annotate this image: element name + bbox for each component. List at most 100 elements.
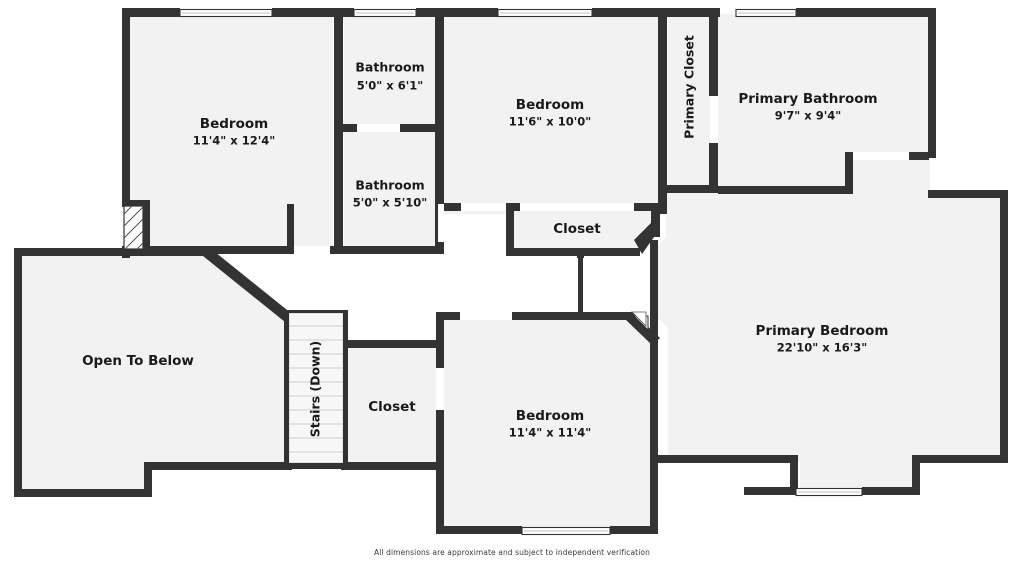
wall-exterior-top-e — [796, 8, 936, 17]
wall-bedroom-bathroom-divider — [334, 8, 343, 254]
window-bathroom-upper — [353, 8, 417, 18]
room-dim-bathroom-upper: 5'0" x 6'1" — [357, 79, 423, 93]
wall-open-below-diagonal — [203, 248, 297, 326]
wall-nw-bedroom-bottom-b — [154, 246, 294, 254]
door-icon-primary-bedroom — [631, 311, 647, 327]
door-opening-closet-n — [520, 203, 634, 211]
wall-primary-bed-bay-right — [912, 455, 920, 495]
window-bedroom-n — [497, 8, 593, 18]
room-area-bedroom-nw — [128, 14, 333, 254]
wall-exterior-top-a — [122, 8, 180, 17]
room-label-open-to-below: Open To Below — [82, 353, 194, 369]
wall-bedroom-s-bottom-a — [436, 526, 522, 534]
room-label-bathroom-lower: Bathroom — [355, 178, 424, 193]
wall-bedroom-s-bottom-b — [610, 526, 658, 534]
wall-stairs-bottom — [284, 462, 348, 469]
room-label-primary-bathroom: Primary Bathroom — [738, 91, 877, 107]
room-area-primary-bedroom — [652, 160, 1004, 492]
room-area-primary-closet — [668, 14, 716, 192]
wall-exterior-top-d — [592, 8, 720, 17]
wall-exterior-left-upper — [122, 8, 130, 206]
stairs-outline — [286, 310, 346, 466]
room-dim-primary-bedroom: 22'10" x 16'3" — [777, 341, 867, 355]
windows — [179, 8, 863, 536]
wall-open-below-bottom-right — [144, 462, 292, 470]
wall-bathrooms-divider-a — [343, 124, 357, 132]
wall-primary-bed-bottom-b — [658, 455, 798, 463]
wall-connector-stem — [578, 256, 583, 316]
wall-primary-bath-right — [928, 8, 936, 158]
wall-open-below-top — [14, 248, 216, 256]
wall-doorway-jamb-nw — [287, 204, 294, 250]
wall-primary-bed-bay-bottom-a — [862, 487, 920, 495]
wall-primary-bed-right — [1000, 190, 1008, 462]
room-dim-bathroom-lower: 5'0" x 5'10" — [353, 196, 427, 210]
door-opening-primary-bathroom — [853, 152, 909, 160]
door-opening-bedroom-s — [460, 312, 512, 320]
room-area-bathroom-lower — [344, 130, 436, 254]
room-label-bedroom-n: Bedroom — [516, 97, 584, 113]
door-opening-bathrooms — [357, 124, 400, 132]
door-opening-primary-closet — [710, 96, 718, 143]
wall-primary-bed-bay-left — [790, 455, 798, 495]
wall-closet-s-bottom — [341, 462, 443, 470]
wall-primary-bed-left — [650, 240, 658, 340]
wall-chase-right — [142, 206, 150, 250]
wall-primary-bath-bottom — [718, 186, 848, 194]
wall-closet-n-left — [506, 203, 514, 255]
wall-primary-bed-bay-bottom-b — [744, 487, 796, 495]
window-bedroom-s — [521, 526, 611, 536]
door-opening-bathroom-lower — [438, 204, 444, 242]
wall-bathroom-right — [435, 8, 444, 254]
room-label-closet-n: Closet — [553, 221, 601, 237]
wall-chase-top — [122, 200, 150, 207]
room-dim-bedroom-nw: 11'4" x 12'4" — [193, 134, 275, 148]
room-label-bedroom-s: Bedroom — [516, 408, 584, 424]
room-label-bedroom-nw: Bedroom — [200, 116, 268, 132]
wall-bedroom-s-left — [436, 312, 444, 534]
window-primary-bathroom — [735, 8, 797, 18]
wall-exterior-top-b — [272, 8, 354, 17]
room-area-closet-s — [347, 347, 442, 466]
wall-closet-n-left-stub — [443, 203, 461, 211]
wall-bedroom-s-top-a — [436, 312, 460, 320]
wall-primary-closet-right-a — [709, 8, 718, 96]
window-primary-bedroom-bay — [795, 487, 863, 497]
room-dim-bedroom-n: 11'6" x 10'0" — [509, 115, 591, 129]
room-label-stairs: Stairs (Down) — [308, 341, 323, 438]
room-dim-bedroom-s: 11'4" x 11'4" — [509, 426, 591, 440]
chase-outline — [123, 205, 144, 250]
wall-primary-bed-bottom-a — [912, 455, 1008, 463]
room-fills — [18, 14, 1004, 532]
wall-open-below-left — [14, 248, 22, 497]
wall-bedroom-s-top-b — [512, 312, 638, 320]
door-opening-bedroom-nw — [294, 246, 330, 254]
mechanical-chase — [123, 205, 144, 250]
wall-closet-s-top — [341, 340, 443, 348]
wall-closet-n-bottom — [506, 248, 640, 256]
wall-bedroom-n-right — [658, 8, 667, 214]
room-area-closet-n — [513, 208, 651, 252]
wall-bathrooms-divider-b — [400, 124, 438, 132]
wall-closet-n-top-b — [634, 203, 666, 211]
window-bedroom-nw — [179, 8, 273, 18]
wall-bedroom-s-right — [650, 332, 658, 534]
wall-primary-closet-right-b — [709, 143, 718, 193]
door-swing-marks — [631, 311, 649, 332]
wall-open-below-step — [144, 462, 152, 497]
room-label-primary-closet: Primary Closet — [682, 35, 697, 139]
wall-primary-closet-bottom — [658, 185, 718, 193]
room-area-open-to-below — [18, 250, 290, 494]
wall-primary-bed-top-right — [928, 190, 1008, 198]
room-label-primary-bedroom: Primary Bedroom — [756, 323, 889, 339]
room-label-closet-s: Closet — [368, 399, 416, 415]
door-opening-closet-s — [436, 368, 444, 410]
room-area-bathroom-upper — [344, 14, 436, 130]
room-label-bathroom-upper: Bathroom — [355, 60, 424, 75]
room-area-primary-bathroom — [718, 14, 930, 192]
room-labels: Bedroom 11'4" x 12'4" Bathroom 5'0" x 6'… — [82, 35, 888, 439]
room-area-bedroom-s — [443, 318, 656, 532]
room-dim-primary-bathroom: 9'7" x 9'4" — [775, 109, 841, 123]
